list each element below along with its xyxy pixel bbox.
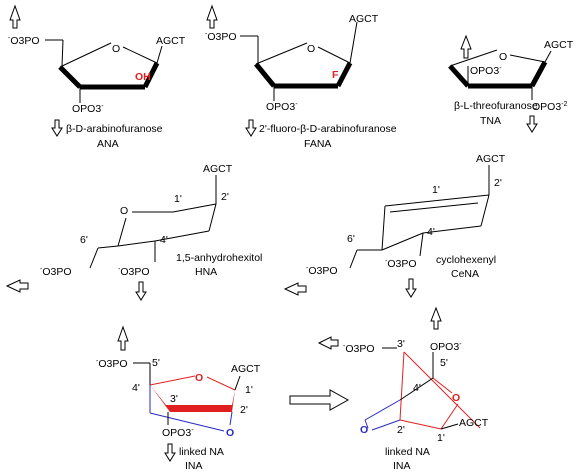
ana-3p-group: OPO3- (72, 103, 104, 115)
cena-1p: 1' (432, 184, 440, 196)
lna-left-3p: 3' (170, 393, 178, 405)
lna-left-5p: 5' (152, 357, 160, 369)
hna-2p: 2' (221, 191, 229, 203)
fana-5p-group: -O3PO (205, 31, 237, 43)
lna-left-5p-group: -O3PO (96, 358, 128, 370)
lna-right-4p: 4' (413, 382, 421, 394)
hna-base: AGCT (203, 163, 233, 175)
ana-5p-group: -O3PO (8, 35, 40, 47)
lna-right-2p: 2' (397, 424, 405, 436)
lna-right-5p: 5' (440, 357, 448, 369)
ana-down-arrow (51, 119, 63, 137)
hna-5p-group: -O3PO (40, 266, 72, 278)
hna-3p-group: -O3PO (118, 266, 150, 278)
lna-left-bold-edge (150, 385, 235, 412)
tna-2p-group: OPO3-2 (532, 101, 568, 113)
lna-right-name: linked NA (385, 446, 430, 458)
tna-structure: AGCT O OPO3- OPO3-2 β-L-threofuranose TN… (448, 34, 574, 133)
lna-left-name: linked NA (179, 446, 224, 458)
lna-right-3p-group: -O3PO (343, 343, 375, 355)
cena-2p: 2' (494, 177, 502, 189)
fana-up-arrow (206, 4, 218, 29)
tna-up-arrow (460, 34, 472, 59)
fana-name: 2'-fluoro-β-D-arabinofuranose (259, 123, 397, 135)
fana-down-arrow (245, 119, 257, 137)
ana-ring-oxygen: O (112, 43, 120, 55)
cena-3p-group: -O3PO (385, 258, 417, 270)
lna-left-4p: 4' (132, 382, 140, 394)
tna-3p-group: OPO3- (470, 65, 502, 77)
tna-name: β-L-threofuranose (454, 100, 538, 112)
tna-ring-oxygen: O (499, 51, 507, 63)
fana-abbr: FANA (304, 138, 331, 150)
lna-left-up-arrow (117, 325, 129, 351)
lna-right-1p: 1' (437, 432, 445, 444)
tna-abbr: TNA (480, 115, 501, 127)
ana-up-arrow (9, 4, 21, 29)
lna-right-base: AGCT (459, 417, 489, 429)
cena-abbr: CeNA (451, 268, 479, 280)
lna-left-base: AGCT (231, 363, 261, 375)
ana-base: AGCT (156, 35, 186, 47)
lna-right-5p-group: OPO3- (430, 341, 462, 353)
lna-left-bridge-oxygen: O (226, 427, 234, 439)
lna-left-ring-oxygen: O (195, 372, 203, 384)
lna-right-left-arrow (317, 336, 339, 350)
cena-4p: 4' (427, 226, 435, 238)
lna-left-abbr: INA (185, 460, 203, 472)
cena-base: AGCT (476, 153, 506, 165)
fana-structure: -O3PO O AGCT F OPO3- 2'-fluoro-β-D-arabi… (205, 4, 397, 150)
hna-6p: 6' (80, 234, 88, 246)
cena-down-arrow (405, 278, 417, 298)
lna-right-structure: -O3PO 3' OPO3- 5' O 4' O 2' 1' AGCT link… (317, 306, 489, 472)
cena-5p-group: -O3PO (306, 265, 338, 277)
ana-2p-oh: OH (135, 71, 151, 83)
hna-name: 1,5-anhydrohexitol (176, 252, 262, 264)
lna-right-abbr: INA (393, 460, 411, 472)
tna-down-arrow (526, 115, 538, 133)
hna-ring-oxygen: O (120, 205, 128, 217)
cena-name: cyclohexenyl (436, 254, 496, 266)
ana-abbr: ANA (97, 138, 119, 150)
ana-structure: -O3PO O AGCT OH OPO3- β-D-arabinofuranos… (8, 4, 186, 150)
hna-1p: 1' (174, 193, 182, 205)
conversion-arrow (289, 389, 350, 411)
lna-right-ring-oxygen: O (452, 392, 460, 404)
lna-left-3p-group: OPO3- (162, 427, 194, 439)
lna-right-bridge-oxygen: O (360, 424, 368, 436)
ana-name: β-D-arabinofuranose (66, 123, 163, 135)
hna-4p: 4' (160, 234, 168, 246)
fana-2p-f: F (332, 69, 339, 81)
fana-ring-oxygen: O (307, 43, 315, 55)
lna-left-2p: 2' (240, 404, 248, 416)
hna-down-arrow (135, 281, 147, 301)
lna-right-3p: 3' (397, 338, 405, 350)
lna-left-down-arrow (164, 443, 176, 462)
hna-structure: AGCT 2' 1' O 4' 6' -O3PO -O3PO 1,5-anhyd… (5, 163, 262, 301)
tna-base: AGCT (544, 39, 574, 51)
hna-abbr: HNA (195, 266, 217, 278)
cena-6p: 6' (347, 233, 355, 245)
lna-right-up-arrow (430, 306, 442, 330)
cena-left-arrow (283, 282, 307, 296)
fana-3p-group: OPO3- (266, 101, 298, 113)
hna-left-arrow (5, 279, 29, 293)
lna-left-1p: 1' (245, 384, 253, 396)
lna-left-structure: -O3PO 5' 4' O AGCT 1' 3' 2' O OPO3- link… (96, 325, 261, 472)
fana-base: AGCT (349, 13, 379, 25)
cena-structure: AGCT 2' 1' 4' 6' -O3PO -O3PO cyclohexeny… (283, 153, 506, 298)
